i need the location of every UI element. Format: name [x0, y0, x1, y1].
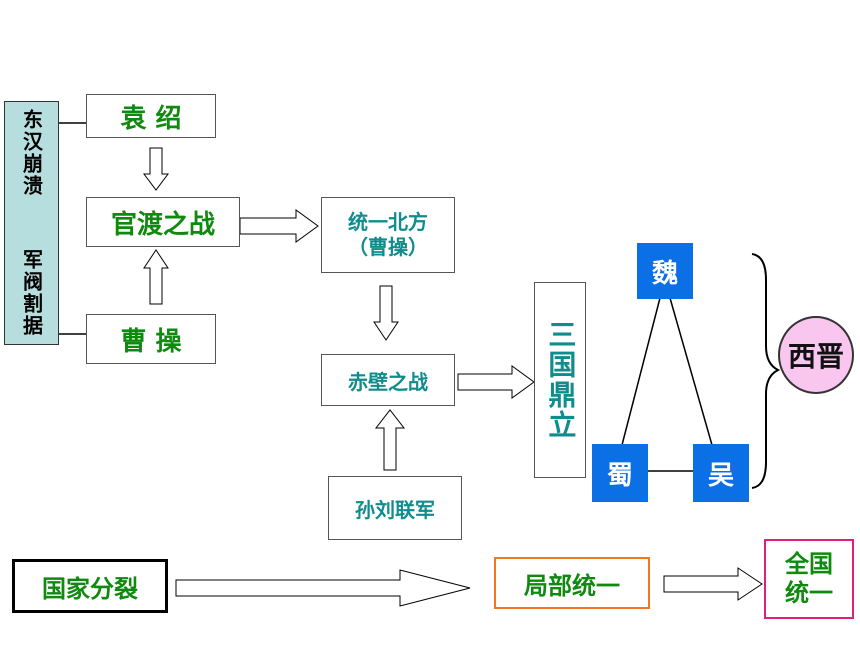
wu-box: 吴 — [693, 444, 749, 502]
arrow-chibi-to-three — [457, 365, 535, 399]
line-wei-wu — [669, 297, 713, 446]
western-jin-circle: 西晋 — [778, 316, 854, 394]
arrow-caocao-to-guandu — [143, 249, 169, 305]
wu-label: 吴 — [707, 460, 734, 491]
partial-box: 局部统一 — [494, 557, 650, 609]
collapse-label: 东汉崩溃 军阀割据 — [19, 109, 44, 337]
line-wei-shu — [621, 297, 661, 446]
arrow-guandu-to-north — [239, 209, 319, 243]
curly-brace — [751, 253, 781, 489]
shu-box: 蜀 — [592, 444, 648, 502]
arrow-partial-to-national — [663, 567, 763, 601]
arrow-split-to-partial — [175, 569, 471, 607]
collapse-box: 东汉崩溃 军阀割据 — [4, 101, 59, 345]
arrow-sunliu-to-chibi — [374, 409, 406, 471]
national-label: 全国 统一 — [785, 550, 833, 607]
partial-label: 局部统一 — [524, 571, 620, 600]
unify-north-box: 统一北方 （曹操） — [321, 197, 455, 273]
arrow-yuanshao-to-guandu — [143, 147, 169, 191]
wei-box: 魏 — [637, 243, 693, 299]
unify-north-label: 统一北方 （曹操） — [348, 210, 428, 259]
guandu-box: 官渡之战 — [86, 197, 240, 247]
arrow-north-to-chibi — [373, 285, 399, 341]
yuanshao-label: 袁 绍 — [120, 103, 182, 134]
guandu-label: 官渡之战 — [110, 209, 215, 240]
three-kingdoms-label: 三国鼎立 — [544, 320, 578, 440]
western-jin-label: 西晋 — [787, 340, 844, 373]
chibi-box: 赤壁之战 — [321, 354, 455, 406]
caocao-label: 曹 操 — [120, 326, 182, 357]
sunliu-label: 孙刘联军 — [355, 497, 435, 522]
three-kingdoms-box: 三国鼎立 — [534, 282, 586, 478]
split-label: 国家分裂 — [42, 574, 138, 603]
split-box: 国家分裂 — [12, 559, 168, 613]
sunliu-box: 孙刘联军 — [328, 476, 462, 540]
wei-label: 魏 — [651, 258, 678, 289]
yuanshao-box: 袁 绍 — [86, 94, 216, 138]
chibi-label: 赤壁之战 — [348, 369, 428, 394]
shu-label: 蜀 — [606, 460, 633, 491]
national-box: 全国 统一 — [764, 539, 854, 619]
caocao-box: 曹 操 — [86, 314, 216, 364]
